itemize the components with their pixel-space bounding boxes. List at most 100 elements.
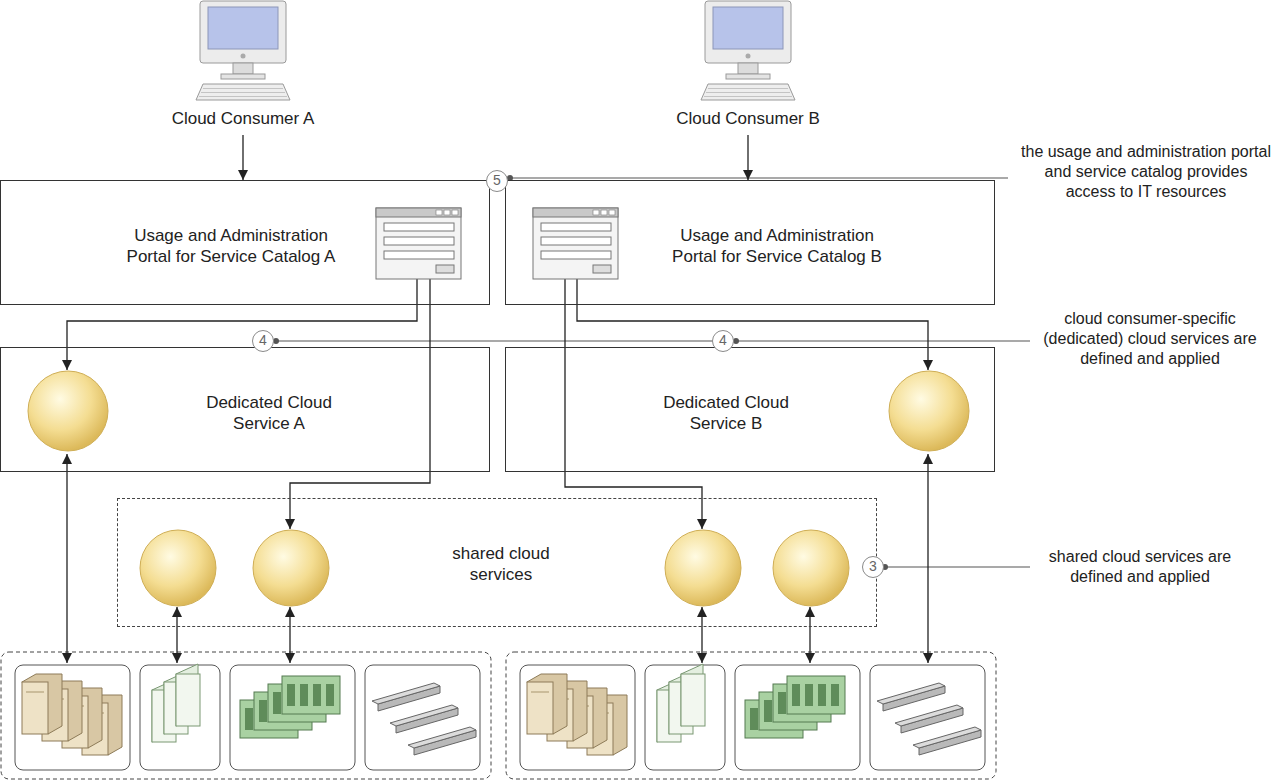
key-row bbox=[201, 92, 285, 93]
window-button bbox=[452, 210, 458, 215]
resource-tile bbox=[735, 665, 860, 770]
shared-services-box: shared cloud services bbox=[117, 498, 877, 627]
connector-arrow bbox=[577, 278, 928, 370]
node-graphic bbox=[118, 499, 878, 628]
server-slot bbox=[26, 692, 44, 693]
memory-chip bbox=[259, 700, 267, 722]
screen bbox=[208, 7, 278, 49]
hardware-groups bbox=[1, 652, 996, 779]
network-switch-top bbox=[372, 683, 440, 704]
memory-board bbox=[787, 676, 845, 714]
resource-tile bbox=[365, 665, 480, 770]
power-button bbox=[241, 54, 246, 59]
server-front bbox=[527, 682, 553, 734]
resource-tile bbox=[645, 665, 725, 770]
keyboard bbox=[701, 84, 795, 100]
window-button bbox=[601, 210, 607, 215]
callout-number: 5 bbox=[486, 170, 508, 192]
service-box: Dedicated Cloud Service A bbox=[0, 347, 490, 472]
server-side bbox=[527, 674, 567, 734]
memory-board bbox=[282, 676, 340, 714]
consumer-node: Cloud Consumer B bbox=[668, 0, 828, 135]
key-row bbox=[203, 88, 283, 89]
hardware-group bbox=[506, 652, 996, 779]
resource-pool-border bbox=[1, 652, 491, 779]
leader-line bbox=[885, 566, 1030, 567]
key-row bbox=[199, 96, 287, 97]
memory-chip bbox=[792, 684, 800, 706]
window-titlebar bbox=[376, 208, 461, 217]
network-switch-top bbox=[408, 727, 476, 748]
memory-chip bbox=[313, 684, 321, 706]
resource-tile bbox=[140, 665, 220, 770]
resource-link bbox=[927, 454, 928, 663]
memory-chip bbox=[764, 700, 772, 722]
resource-tile bbox=[230, 665, 355, 770]
memory-chip bbox=[750, 708, 758, 730]
callout-number: 4 bbox=[252, 330, 274, 352]
server-front bbox=[22, 682, 48, 734]
window-button bbox=[593, 210, 599, 215]
memory-chip bbox=[778, 692, 786, 714]
network-switch-top bbox=[895, 705, 963, 726]
screen bbox=[713, 7, 783, 49]
memory-chip bbox=[245, 708, 253, 730]
form-field bbox=[384, 237, 454, 245]
monitor-neck bbox=[233, 63, 253, 74]
resource-tile bbox=[870, 665, 985, 770]
memory-chip bbox=[326, 684, 334, 706]
callout-note: the usage and administration portal and … bbox=[1018, 142, 1274, 202]
network-switch-top bbox=[913, 727, 981, 748]
resource-link bbox=[289, 607, 290, 663]
portal-box: Usage and Administration Portal for Serv… bbox=[0, 180, 490, 305]
resource-pool-border bbox=[506, 652, 996, 779]
resource-links bbox=[67, 454, 928, 663]
key-row bbox=[708, 88, 788, 89]
portal-window-icon bbox=[376, 208, 461, 279]
form-field bbox=[541, 223, 611, 231]
cloud-service-sphere bbox=[773, 530, 849, 606]
node-label: Cloud Consumer B bbox=[669, 108, 827, 129]
window-button bbox=[436, 210, 442, 215]
computer-icon bbox=[701, 1, 795, 100]
leader-line bbox=[510, 177, 1008, 178]
memory-chip bbox=[831, 684, 839, 706]
node-label: Dedicated Cloud Service A bbox=[199, 392, 339, 434]
power-button bbox=[746, 54, 751, 59]
form-field bbox=[384, 251, 454, 259]
form-field bbox=[541, 251, 611, 259]
node-label: Dedicated Cloud Service B bbox=[656, 392, 796, 434]
node-label: Usage and Administration Portal for Serv… bbox=[657, 225, 897, 267]
hardware-group bbox=[1, 652, 491, 779]
leader-line bbox=[276, 340, 1030, 341]
cloud-service-sphere bbox=[889, 371, 969, 451]
form-button bbox=[436, 265, 454, 273]
resource-link bbox=[66, 454, 67, 663]
callout-number: 3 bbox=[862, 556, 884, 578]
callout-note: shared cloud services are defined and ap… bbox=[1045, 547, 1235, 587]
monitor-stand bbox=[221, 74, 265, 79]
cloud-service-sphere bbox=[28, 371, 108, 451]
callout-number: 4 bbox=[712, 330, 734, 352]
window-button bbox=[609, 210, 615, 215]
monitor-neck bbox=[738, 63, 758, 74]
connector-arrow bbox=[67, 278, 417, 370]
server-slot bbox=[531, 692, 549, 693]
monitor bbox=[705, 1, 791, 63]
keyboard bbox=[196, 84, 290, 100]
cloud-service-sphere bbox=[665, 530, 741, 606]
computer-icon bbox=[196, 1, 290, 100]
consumer-node: Cloud Consumer A bbox=[163, 0, 323, 135]
storage-panel-front bbox=[176, 674, 200, 726]
connector-arrow bbox=[747, 135, 748, 180]
form-field bbox=[384, 223, 454, 231]
memory-chip bbox=[287, 684, 295, 706]
resource-link bbox=[176, 607, 177, 663]
window-button bbox=[444, 210, 450, 215]
resource-tile bbox=[520, 665, 635, 770]
node-label: Cloud Consumer A bbox=[164, 108, 322, 129]
key-row bbox=[706, 92, 790, 93]
memory-chip bbox=[300, 684, 308, 706]
resource-tile bbox=[15, 665, 130, 770]
